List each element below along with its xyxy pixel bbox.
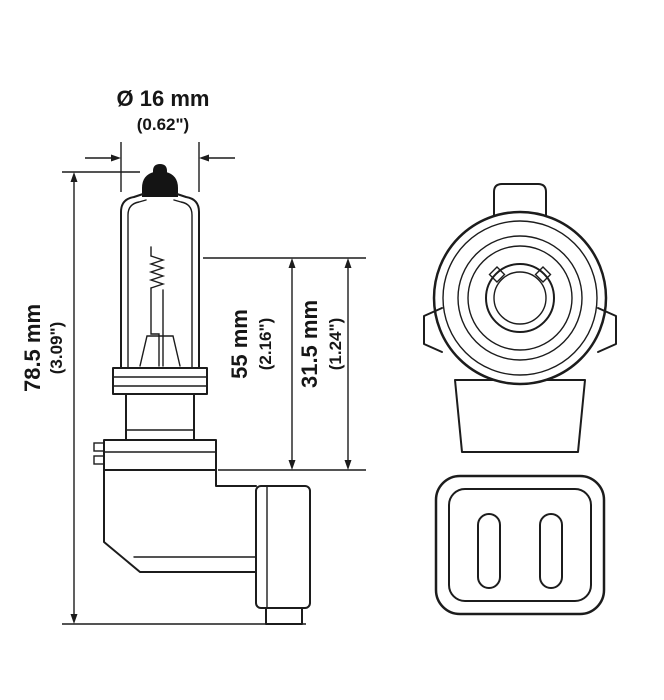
base-mid	[125, 393, 195, 441]
bulb-front-view	[423, 183, 617, 453]
diameter-arrow-right	[199, 154, 209, 162]
front-key-notch-left	[488, 266, 506, 283]
front-ring-2	[442, 220, 598, 376]
front-ring-4	[467, 245, 573, 351]
pinch-seal	[139, 335, 181, 367]
connector-housing-side	[255, 485, 311, 609]
dimension-base-length: 31.5 mm (1.24")	[297, 258, 352, 470]
base-flange	[103, 439, 217, 471]
front-lower-body	[454, 379, 586, 453]
connector-front-view	[434, 474, 606, 616]
filament-coil	[148, 255, 166, 289]
base-length-imperial-label: (1.24")	[326, 318, 345, 370]
connector-inner-shell	[448, 488, 592, 602]
glass-outline-right	[176, 193, 200, 369]
dimension-bulb-length: 55 mm (2.16")	[203, 257, 366, 471]
front-key-notch-right	[534, 266, 552, 283]
diameter-metric-label: Ø 16 mm	[117, 86, 210, 111]
diameter-arrow-left	[111, 154, 121, 162]
front-top-tab	[493, 183, 547, 217]
bulb-length-imperial-label: (2.16")	[256, 318, 275, 370]
base-length-metric-label: 31.5 mm	[297, 300, 322, 388]
filament-leads	[150, 246, 164, 367]
bulb-side-view	[93, 163, 311, 625]
bulb-length-metric-label: 55 mm	[227, 309, 252, 379]
base-collar	[112, 367, 208, 395]
lower-body	[103, 469, 257, 573]
base-length-arrow-bottom	[344, 460, 352, 470]
front-outer-ring	[432, 210, 608, 386]
flange-tab-lower	[93, 455, 105, 465]
connector-slot-left	[477, 513, 501, 589]
diameter-imperial-label: (0.62")	[137, 115, 189, 134]
overall-imperial-label: (3.09")	[47, 322, 66, 374]
base-collar-lines	[112, 376, 208, 387]
connector-slot-right	[539, 513, 563, 589]
glass-inner-wall	[127, 199, 147, 369]
front-center-hole	[493, 271, 547, 325]
connector-outer-shell	[434, 474, 606, 616]
dimension-diameter: Ø 16 mm (0.62")	[85, 86, 235, 192]
front-inner-hub	[485, 263, 555, 333]
glass-inner-wall-right	[173, 199, 193, 369]
overall-metric-label: 78.5 mm	[20, 304, 45, 392]
dimension-overall-length: 78.5 mm (3.09")	[20, 171, 306, 625]
glass-outline	[120, 193, 144, 369]
front-ring-3	[457, 235, 583, 361]
diameter-extension-lines	[120, 142, 200, 192]
overall-extension-lines	[62, 171, 306, 625]
front-left-tab	[423, 307, 443, 353]
bulb-length-arrow-bottom	[288, 460, 296, 470]
bulb-length-arrow-top	[288, 258, 296, 268]
overall-arrow-top	[70, 172, 78, 182]
connector-foot	[265, 607, 303, 625]
flange-tab-upper	[93, 442, 105, 452]
bulb-tip	[142, 163, 178, 197]
base-length-arrow-top	[344, 258, 352, 268]
overall-arrow-bottom	[70, 614, 78, 624]
front-right-tab	[597, 307, 617, 353]
